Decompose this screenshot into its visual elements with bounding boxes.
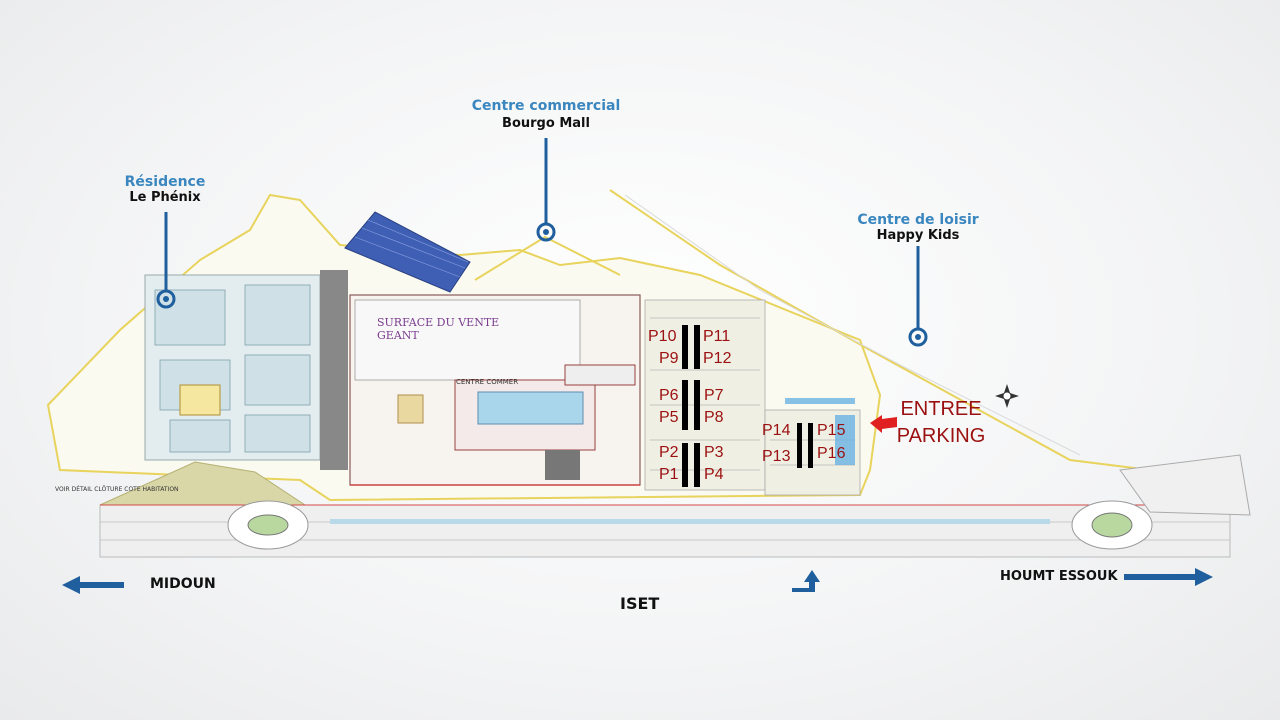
pin-residence xyxy=(156,212,176,309)
residence-courtyard xyxy=(179,384,221,416)
parking-spot-p2: P2 xyxy=(659,444,679,461)
arrow-north-icon xyxy=(792,570,820,592)
parking-spot-p13: P13 xyxy=(762,448,791,465)
pin-mall xyxy=(536,138,556,242)
compass-icon xyxy=(995,384,1019,408)
parking-spot-p4: P4 xyxy=(704,466,724,483)
arrow-west-icon xyxy=(62,576,124,594)
parking-spot-p7: P7 xyxy=(704,387,724,404)
parking-spot-p3: P3 xyxy=(704,444,724,461)
entrance-arrow-icon xyxy=(870,415,897,433)
ne-boundary-2 xyxy=(624,194,1081,456)
parking-spot-p1: P1 xyxy=(659,466,679,483)
entrance-label-line1: ENTREE xyxy=(900,398,982,420)
parking-spot-p14: P14 xyxy=(762,422,791,439)
mall-name-label: Bourgo Mall xyxy=(502,116,590,131)
surface-label-line1: SURFACE DU VENTE xyxy=(377,316,500,329)
leisure-name-label: Happy Kids xyxy=(876,228,960,243)
residence-road xyxy=(320,270,348,470)
solar-panels xyxy=(344,211,471,293)
pin-leisure xyxy=(908,246,928,347)
entrance-label-line2: PARKING xyxy=(896,425,986,447)
east-buildings xyxy=(1119,454,1251,516)
mall-entrance xyxy=(564,364,636,386)
ne-boundary xyxy=(609,189,1151,471)
parking-spot-p5: P5 xyxy=(659,409,679,426)
parking-spot-p8: P8 xyxy=(704,409,724,426)
parking-spot-p11: P11 xyxy=(703,328,731,345)
mall-roof-line xyxy=(474,235,621,281)
cloture-label: VOIR DÉTAIL CLÔTURE COTE HABITATION xyxy=(55,486,179,493)
parking-spot-p12: P12 xyxy=(703,350,732,367)
mall-core xyxy=(545,450,580,480)
mall-category-label: Centre commercial xyxy=(471,98,621,114)
parking-spot-p9: P9 xyxy=(659,350,679,367)
residence-name-label: Le Phénix xyxy=(129,190,201,205)
arrow-east-icon xyxy=(1124,568,1213,586)
atrium xyxy=(477,391,584,425)
leisure-category-label: Centre de loisir xyxy=(857,212,979,228)
road-label-midoun: MIDOUN xyxy=(150,576,216,592)
stairs xyxy=(397,394,424,424)
parking-spot-p15: P15 xyxy=(817,422,846,439)
road-label-houmt-essouk: HOUMT ESSOUK xyxy=(1000,569,1118,584)
surface-label-line2: GEANT xyxy=(377,329,419,342)
residence-category-label: Résidence xyxy=(124,174,206,190)
geant-surface xyxy=(354,299,581,381)
parking-bars xyxy=(682,325,813,487)
parking-spot-p16: P16 xyxy=(817,445,846,462)
road-median xyxy=(330,519,1050,524)
centre-commercial-label: CENTRE COMMER xyxy=(456,378,519,386)
parking-spot-p10: P10 xyxy=(648,328,677,345)
road-label-iset: ISET xyxy=(620,594,660,613)
parking-spot-p6: P6 xyxy=(659,387,679,404)
